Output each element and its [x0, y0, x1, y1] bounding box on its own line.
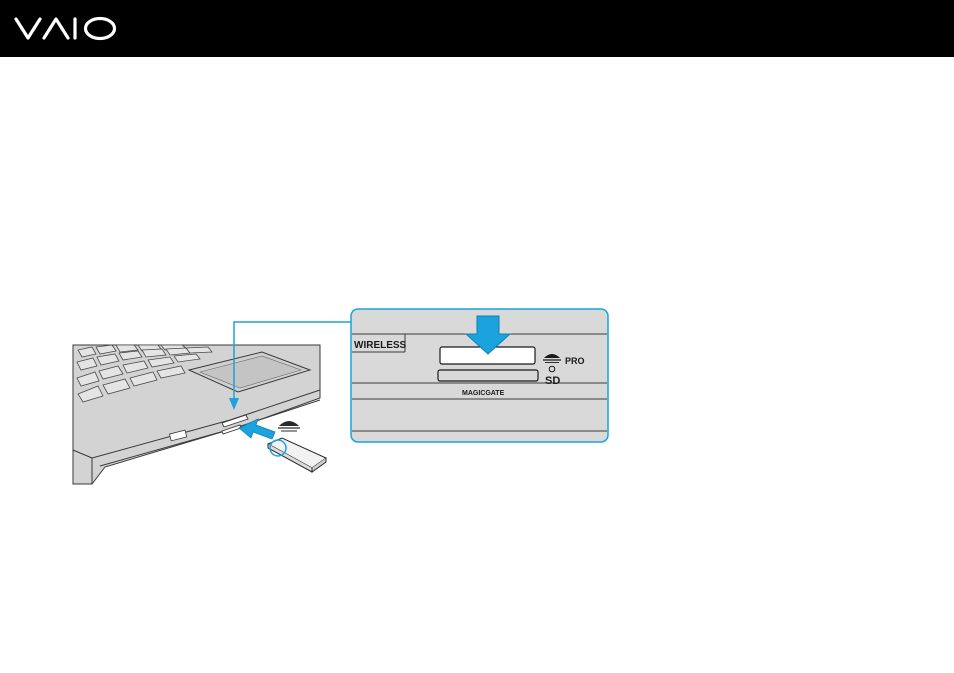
laptop-illustration-icon	[73, 345, 320, 484]
wireless-label: WIRELESS	[354, 340, 407, 351]
memory-stick-icon	[278, 421, 300, 431]
magicgate-label: MAGICGATE	[462, 390, 505, 397]
sd-label: SD	[545, 375, 560, 387]
pro-label: PRO	[565, 356, 585, 366]
